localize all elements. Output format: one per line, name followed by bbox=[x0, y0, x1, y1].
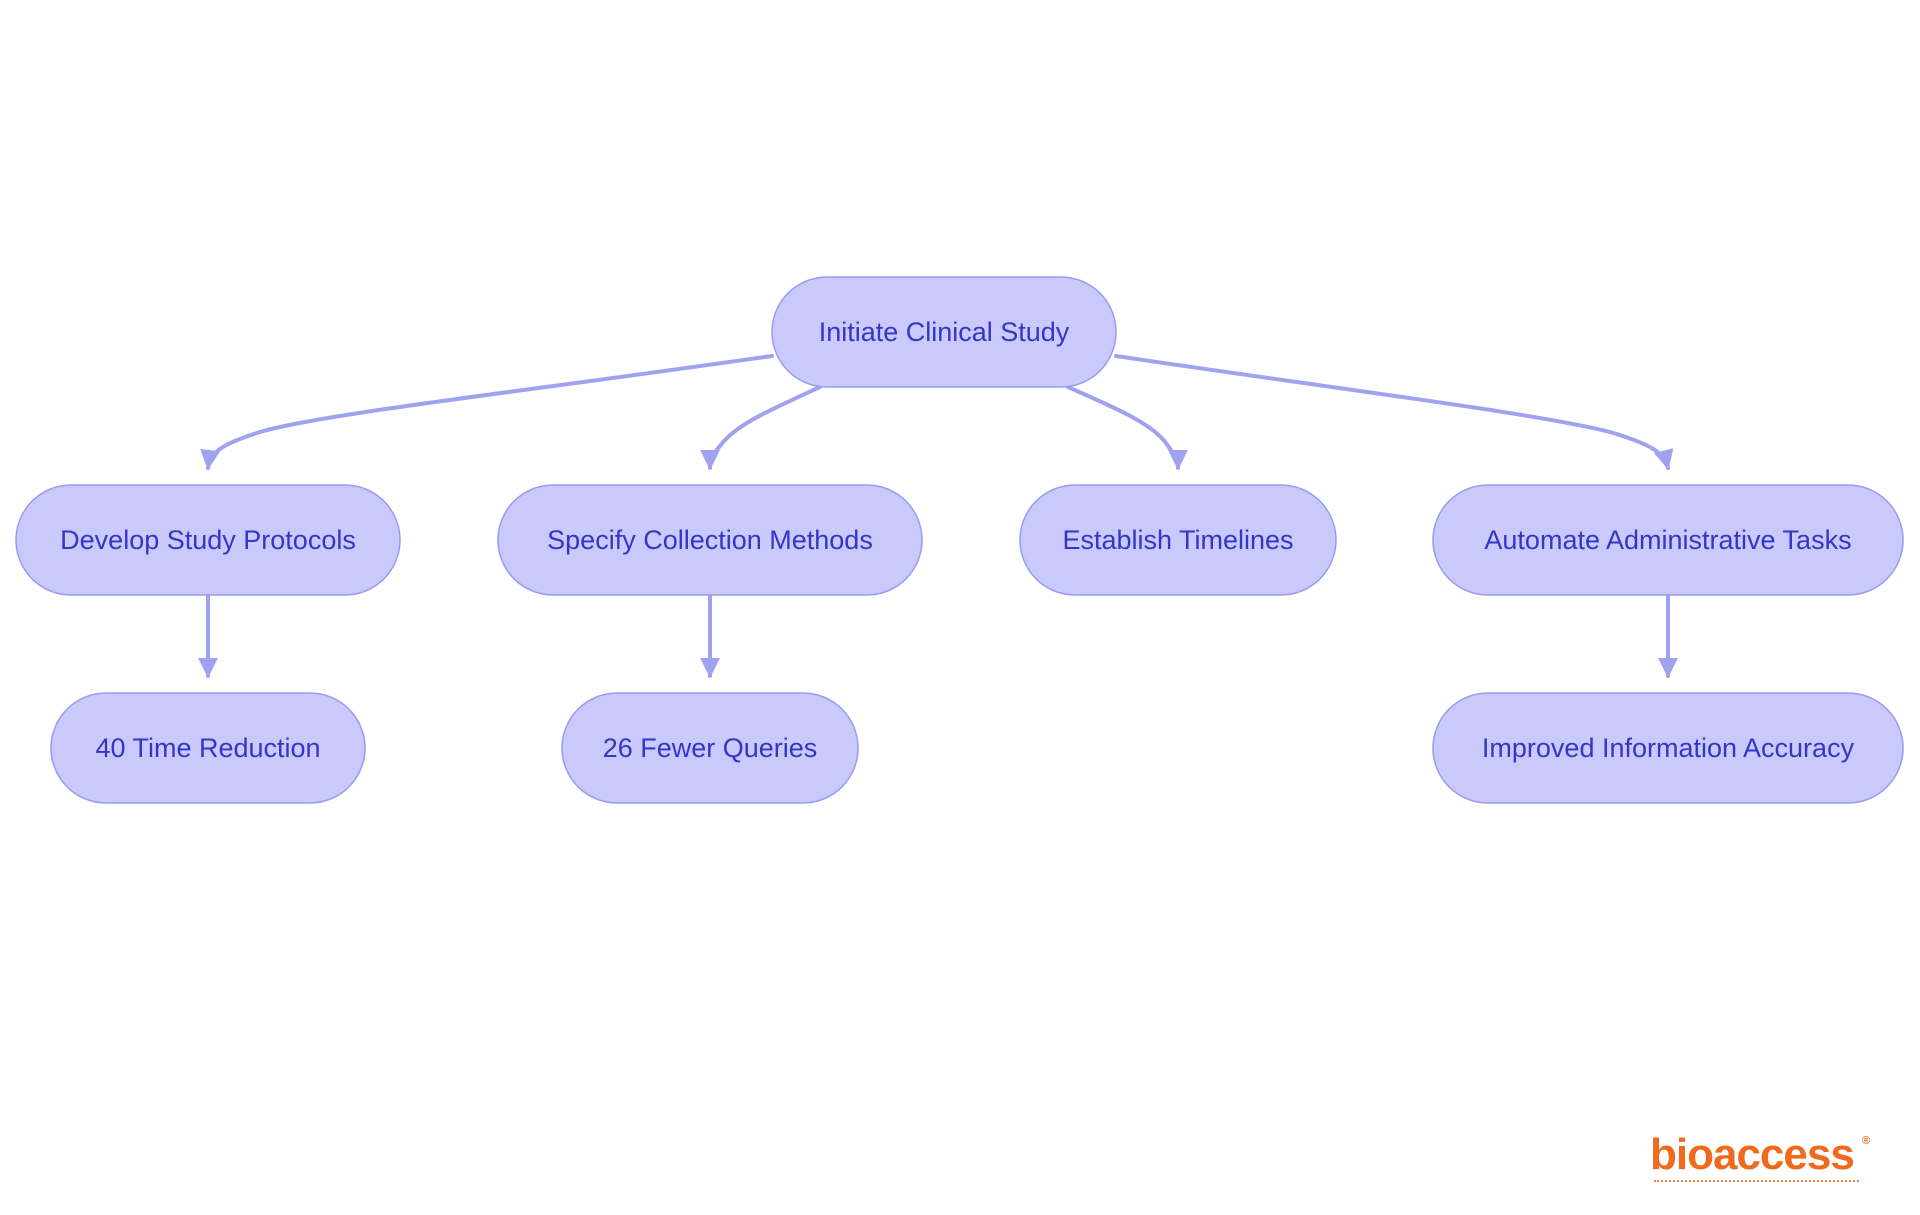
node-fewer-queries: 26 Fewer Queries bbox=[561, 692, 859, 804]
node-label: Specify Collection Methods bbox=[547, 525, 873, 555]
node-shape bbox=[15, 484, 401, 596]
node-label: Automate Administrative Tasks bbox=[1484, 525, 1851, 555]
node-shape bbox=[1432, 484, 1904, 596]
node-shape bbox=[561, 692, 859, 804]
edge-root-to-timelines bbox=[1066, 385, 1188, 470]
node-time-reduction: 40 Time Reduction bbox=[50, 692, 366, 804]
node-label: Establish Timelines bbox=[1062, 525, 1293, 555]
node-shape bbox=[50, 692, 366, 804]
node-timelines: Establish Timelines bbox=[1019, 484, 1337, 596]
node-label: Improved Information Accuracy bbox=[1482, 733, 1855, 763]
edges bbox=[198, 354, 1678, 678]
node-methods: Specify Collection Methods bbox=[497, 484, 923, 596]
node-accuracy: Improved Information Accuracy bbox=[1432, 692, 1904, 804]
node-label: 26 Fewer Queries bbox=[603, 733, 818, 763]
node-automate: Automate Administrative Tasks bbox=[1432, 484, 1904, 596]
logo-tagline-line bbox=[1654, 1180, 1859, 1184]
node-root: Initiate Clinical Study bbox=[771, 276, 1117, 388]
node-protocols: Develop Study Protocols bbox=[15, 484, 401, 596]
edge-root-to-methods bbox=[700, 385, 822, 470]
node-label: Develop Study Protocols bbox=[60, 525, 356, 555]
node-shape bbox=[1019, 484, 1337, 596]
node-shape bbox=[771, 276, 1117, 388]
edge-root-to-automate bbox=[1114, 354, 1674, 470]
node-label: 40 Time Reduction bbox=[95, 733, 320, 763]
registered-mark: ® bbox=[1862, 1135, 1871, 1147]
node-label: Initiate Clinical Study bbox=[819, 317, 1070, 347]
edge-root-to-protocols bbox=[200, 354, 774, 470]
logo-wordmark: bioaccess bbox=[1650, 1130, 1855, 1179]
node-shape bbox=[1432, 692, 1904, 804]
bioaccess-logo: bioaccess ® bbox=[1650, 1132, 1890, 1188]
node-shape bbox=[497, 484, 923, 596]
